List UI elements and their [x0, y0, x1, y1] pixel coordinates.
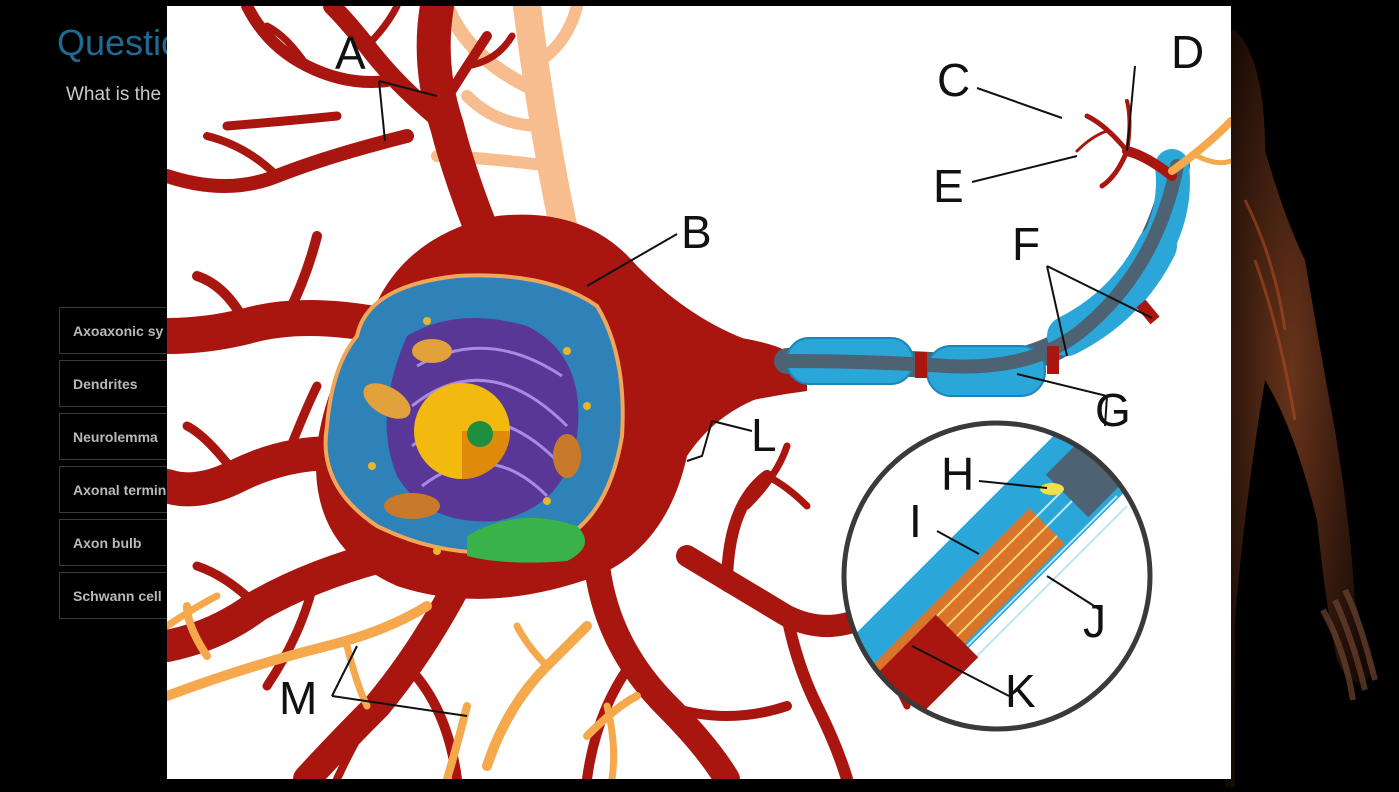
- neuron-diagram-popup[interactable]: A B C D E F G H I J K L M: [167, 6, 1231, 779]
- label-leader-lines: [331, 65, 1153, 717]
- diagram-label-e: E: [933, 160, 964, 212]
- diagram-label-f: F: [1012, 218, 1040, 270]
- diagram-label-g: G: [1095, 384, 1131, 436]
- diagram-label-i: I: [909, 495, 922, 547]
- diagram-label-j: J: [1083, 595, 1106, 647]
- orange-axon-terminals: [167, 592, 641, 779]
- diagram-label-c: C: [937, 54, 970, 106]
- question-prompt: What is the: [66, 84, 162, 105]
- diagram-label-l: L: [751, 409, 777, 461]
- question-title: Questic: [57, 22, 180, 63]
- diagram-label-a: A: [335, 27, 366, 79]
- neuron-diagram: A B C D E F G H I J K L M: [167, 6, 1231, 779]
- axon-terminal: [1075, 99, 1231, 189]
- anatomy-figure-background: [1225, 0, 1399, 787]
- diagram-label-b: B: [681, 206, 712, 258]
- diagram-label-d: D: [1171, 26, 1204, 78]
- axon: [774, 149, 1190, 397]
- cell-interior: [323, 273, 625, 563]
- diagram-label-m: M: [279, 672, 317, 724]
- diagram-label-h: H: [941, 448, 974, 500]
- diagram-label-k: K: [1005, 665, 1036, 717]
- answer-options: Axoaxonic sy Dendrites Neurolemma Axonal…: [59, 307, 209, 625]
